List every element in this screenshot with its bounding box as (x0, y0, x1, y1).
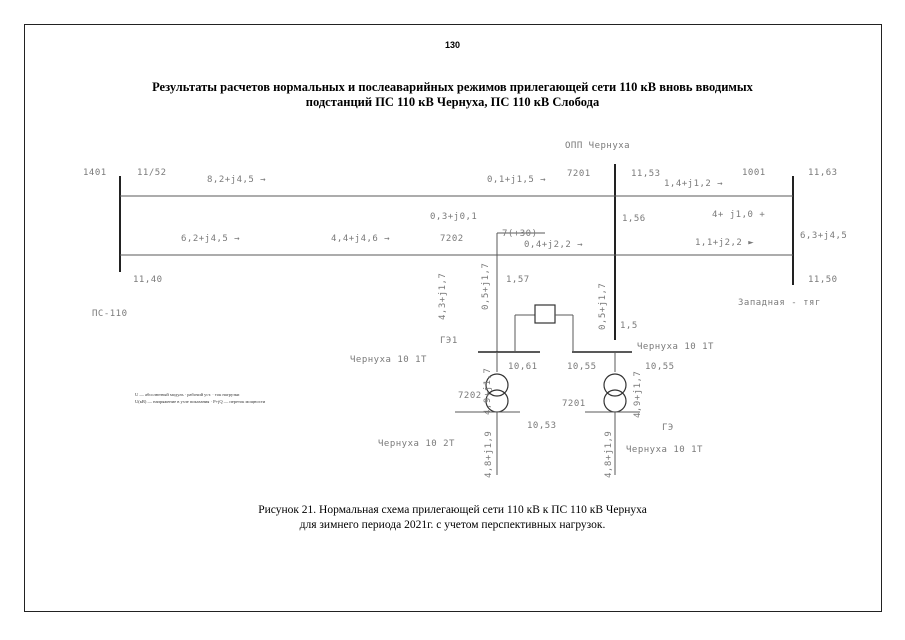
title-line-1: Результаты расчетов нормальных и послеав… (152, 80, 753, 94)
label-right-bus-name: Чернуха 10 1Т (637, 342, 714, 352)
label-line-flow-center: 0,3+j0,1 (430, 212, 477, 222)
label-line-flow-center2: 7(+30) (502, 229, 538, 239)
transformer-right-lv (603, 389, 627, 413)
label-right-bus-tag: 10,55 (645, 362, 675, 372)
transformer-right-hv (603, 373, 627, 397)
legend-line-1: U — абсолютный модуль · рабочий уст. · т… (135, 392, 240, 397)
label-far-right-flow: 6,3+j4,5 (800, 231, 847, 241)
figure-caption: Рисунок 21. Нормальная схема прилегающей… (60, 503, 845, 533)
label-right-flow-bottom: 1,1+j2,2 ► (695, 238, 754, 248)
label-node-7202: 7202 (440, 234, 464, 244)
label-bottom-right-name: Чернуха 10 1Т (626, 445, 703, 455)
label-mid-flow-top: 0,1+j1,5 → (487, 175, 546, 185)
label-right-flow-top: 1,4+j1,2 → (664, 179, 723, 189)
label-left-bus-name: Чернуха 10 1Т (350, 355, 427, 365)
legend-line-2: U(кВ) — напряжение в узле показания · P+… (135, 399, 266, 404)
label-right-bottom-voltage: 11,50 (808, 275, 838, 285)
title-line-2: подстанций ПС 110 кВ Чернуха, ПС 110 кВ … (305, 95, 600, 109)
label-left-flow-bottom: 6,2+j4,5 → (181, 234, 240, 244)
label-left-bus-voltage: 10,61 (508, 362, 538, 372)
label-small-tag-right: ГЭ (662, 423, 674, 433)
label-trans-left-flow: 4,9+j1,7 (483, 368, 493, 415)
sectional-breaker (534, 304, 556, 324)
label-node-7201-voltage: 11,53 (631, 169, 661, 179)
label-bottom-left-name: Чернуха 10 2Т (378, 439, 455, 449)
label-branch-left-flow1: 4,3+j1,7 (438, 273, 448, 320)
label-left-flow-top: 8,2+j4,5 → (207, 175, 266, 185)
label-bus-voltage-mid: 1,56 (622, 214, 646, 224)
label-right-node-id: 1001 (742, 168, 766, 178)
label-low-voltage-mid: 10,53 (527, 421, 557, 431)
label-load-left: 4,8+j1,9 (484, 431, 494, 478)
label-load-right: 4,8+j1,9 (604, 431, 614, 478)
label-top-node-name: ОПП Чернуха (565, 141, 630, 151)
label-right-flow-mid: 4+ j1,0 + (712, 210, 765, 220)
transformer-left-hv (485, 373, 509, 397)
label-trans-right-id: 7201 (562, 399, 586, 409)
label-left-bottom-name: ПС-110 (92, 309, 128, 319)
label-branch-left-voltage: 1,57 (506, 275, 530, 285)
page-number: 130 (444, 40, 461, 50)
label-trans-right-flow: 4,9+j1,7 (633, 371, 643, 418)
caption-line-1: Рисунок 21. Нормальная схема прилегающей… (258, 504, 647, 516)
label-right-voltage: 11,63 (808, 168, 838, 178)
label-branch-right-flow: 0,5+j1,7 (598, 283, 608, 330)
label-right-bottom-name: Западная - тяг (738, 298, 821, 308)
page-frame (24, 24, 882, 612)
label-mid-flow-bottom: 4,4+j4,6 → (331, 234, 390, 244)
label-node-7201: 7201 (567, 169, 591, 179)
page-title: Результаты расчетов нормальных и послеав… (60, 80, 845, 110)
label-left-voltage: 11/52 (137, 168, 167, 178)
label-left-node-id: 1401 (83, 168, 107, 178)
label-trans-left-id: 7202 (458, 391, 482, 401)
label-small-right: 1,5 (620, 321, 638, 331)
label-left-bottom-voltage: 11,40 (133, 275, 163, 285)
label-right-bus-voltage: 10,55 (567, 362, 597, 372)
label-small-left: ГЭ1 (440, 336, 458, 346)
label-mid-right-flow: 0,4+j2,2 → (524, 240, 583, 250)
caption-line-2: для зимнего периода 2021г. с учетом перс… (299, 519, 606, 531)
label-branch-left-flow2: 0,5+j1,7 (481, 263, 491, 310)
